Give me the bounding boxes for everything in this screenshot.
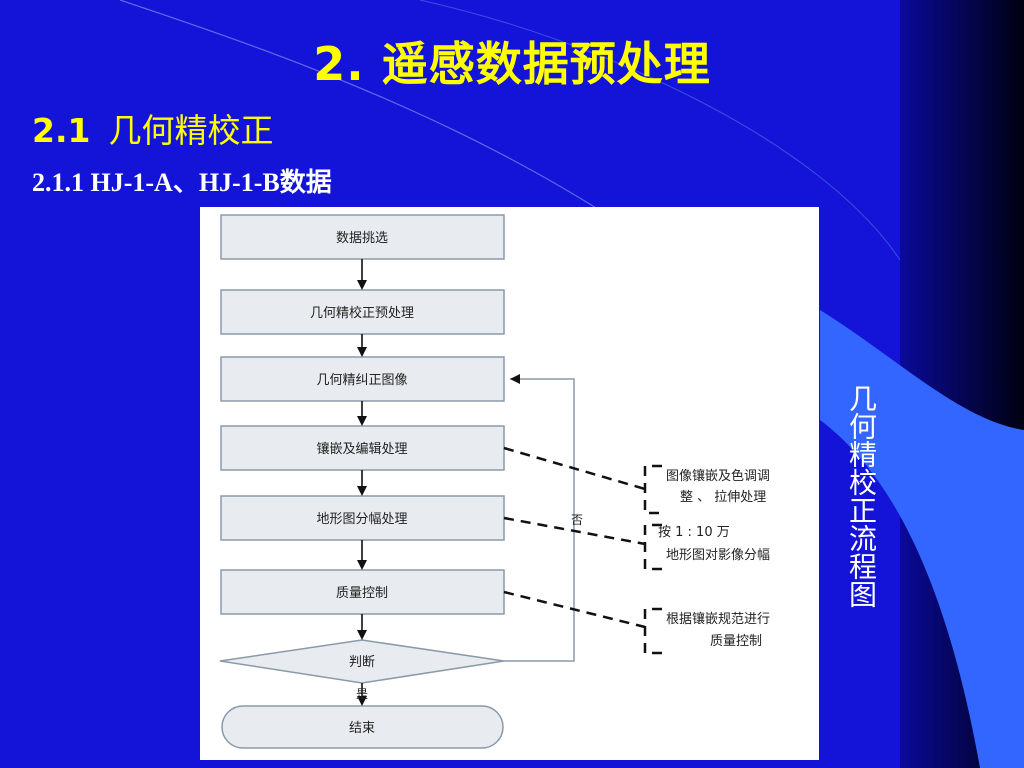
annotation-note-3: 根据镶嵌规范进行 质量控制 [666,611,770,649]
flow-step-5: 地形图分幅处理 [220,495,505,541]
flow-step-4-label: 镶嵌及编辑处理 [316,441,407,457]
flow-end-label: 结束 [349,721,375,736]
annotation-note-1-line2: 整 、 拉伸处理 [680,490,766,505]
flowchart-panel: 数据挑选 几何精校正预处理 几何精纠正图像 镶嵌及编辑处理 地形图分幅处理 质量… [200,207,819,760]
annotation-note-3-line1: 根据镶嵌规范进行 [666,611,770,627]
slide-title: 2. 遥感数据预处理 [313,37,711,91]
section-title: 几何精校正 [108,111,274,150]
flow-step-2-label: 几何精校正预处理 [310,305,414,321]
annotation-connectors [503,446,662,655]
annotation-note-1-line1: 图像镶嵌及色调调 [666,468,770,484]
flow-step-2: 几何精校正预处理 [220,289,505,335]
flow-step-3: 几何精纠正图像 [220,356,505,402]
flow-feedback-loop [504,378,575,662]
annotation-note-3-line2: 质量控制 [710,634,762,649]
flow-step-6: 质量控制 [220,569,505,615]
flow-end: 结束 [221,705,504,749]
flow-step-4: 镶嵌及编辑处理 [220,425,505,471]
annotation-note-1: 图像镶嵌及色调调 整 、 拉伸处理 [666,468,770,505]
annotation-note-2-line1: 按 1 : 10 万 [658,525,730,540]
feedback-arrowhead [510,374,520,384]
side-caption: 几何精校正流程图 [845,384,878,608]
right-light-shape [820,310,1024,768]
flow-step-1-label: 数据挑选 [336,231,388,246]
annotation-note-2: 按 1 : 10 万 地形图对影像分幅 [658,525,770,563]
flowchart: 数据挑选 几何精校正预处理 几何精纠正图像 镶嵌及编辑处理 地形图分幅处理 质量… [219,214,770,749]
flow-step-6-label: 质量控制 [336,586,388,601]
flow-decision-label: 判断 [349,655,375,670]
subsection-heading: 2.1.1 HJ-1-A、HJ-1-B数据 [32,168,332,197]
flow-step-1: 数据挑选 [220,214,505,260]
yes-label: 是 [356,687,368,701]
flow-step-5-label: 地形图分幅处理 [316,512,407,527]
annotation-note-2-line2: 地形图对影像分幅 [666,548,770,563]
no-label: 否 [571,513,583,527]
section-number: 2.1 [32,111,91,150]
flow-step-3-label: 几何精纠正图像 [316,372,407,388]
flow-decision: 判断 [219,639,505,684]
decor-curve-2 [419,0,901,261]
section-heading: 2.1 几何精校正 [32,104,273,152]
